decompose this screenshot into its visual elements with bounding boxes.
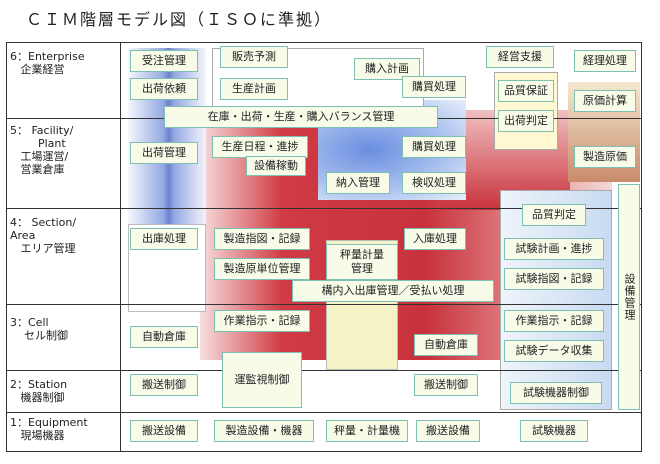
work-instruction-box-2: 作業指示・記録 [504, 310, 604, 332]
delivery-management-box: 納入管理 [326, 172, 390, 194]
hierarchy-frame [6, 42, 642, 452]
onsite-inventory-box: 構内入出庫管理／受払い処理 [292, 280, 494, 302]
test-equipment-control-box: 試験機器制御 [510, 382, 602, 404]
manufacturing-order-box: 製造指図・記録 [214, 228, 310, 250]
shipping-judgement-box: 出荷判定 [498, 110, 554, 132]
level-divider [6, 304, 642, 305]
production-schedule-box: 生産日程・進捗 [212, 136, 308, 158]
test-order-box: 試験指図・記録 [504, 268, 604, 290]
level-divider [6, 208, 642, 209]
weighing-management-box: 秤量計量 管理 [326, 244, 398, 280]
stock-out-box: 出庫処理 [130, 228, 198, 250]
test-data-collection-box: 試験データ収集 [504, 340, 604, 362]
test-plan-box: 試験計画・進捗 [504, 238, 604, 260]
blue-shipping-column [128, 48, 206, 226]
level-column-divider [120, 42, 121, 452]
cost-calculation-box: 原価計算 [574, 90, 636, 112]
level-divider [6, 370, 642, 371]
level-1-label: 1：Equipment 現場機器 [10, 416, 88, 442]
inspection-process-box: 検収処理 [402, 172, 466, 194]
quality-assurance-box: 品質保証 [498, 80, 554, 102]
unit-consumption-box: 製造原単位管理 [214, 258, 310, 280]
purchasing-process-box-2: 購買処理 [402, 136, 466, 158]
purchase-plan-box: 購入計画 [354, 58, 420, 80]
equipment-operation-box: 設備稼動 [246, 156, 306, 176]
balance-management-box: 在庫・出荷・生産・購入バランス管理 [164, 106, 438, 128]
transport-equipment-box-2: 搬送設備 [416, 420, 480, 442]
auto-warehouse-box-2: 自動倉庫 [414, 334, 478, 356]
order-management-box: 受注管理 [130, 50, 198, 72]
equipment-management-box: 設備管理 [618, 184, 640, 410]
light-test-panel [500, 190, 612, 410]
shipping-request-box: 出荷依頼 [130, 78, 198, 100]
shipping-management-box: 出荷管理 [130, 142, 198, 164]
level-5-label: 5： Facility/ Plant 工場運営/ 営業倉庫 [10, 124, 74, 176]
work-instruction-box-1: 作業指示・記録 [214, 310, 310, 332]
accounting-box: 経理処理 [574, 50, 636, 72]
level-3-label: 3：Cell セル制御 [10, 316, 68, 342]
manufacturing-cost-box: 製造原価 [574, 146, 636, 168]
quality-judgement-box: 品質判定 [522, 204, 586, 226]
stock-in-box: 入庫処理 [404, 228, 466, 250]
transport-control-box-2: 搬送制御 [414, 374, 478, 396]
operation-monitoring-box: 運監視制御 [222, 352, 302, 408]
page-title: ＣＩＭ階層モデル図（ＩＳＯに準拠） [26, 10, 333, 29]
management-support-box: 経営支援 [486, 46, 554, 68]
level-2-label: 2：Station 機器制御 [10, 378, 68, 404]
test-equipment-box: 試験機器 [520, 420, 588, 442]
level-4-label: 4： Section/ Area エリア管理 [10, 216, 77, 255]
production-plan-box: 生産計画 [220, 78, 288, 100]
purchasing-process-box-1: 購買処理 [402, 76, 466, 98]
level-6-label: 6：Enterprise 企業経営 [10, 50, 85, 76]
transport-control-box-1: 搬送制御 [130, 374, 198, 396]
auto-warehouse-box-1: 自動倉庫 [130, 326, 198, 348]
sales-forecast-box: 販売予測 [220, 46, 288, 68]
level-divider [6, 412, 642, 413]
transport-equipment-box-1: 搬送設備 [130, 420, 198, 442]
weighing-equipment-box: 秤量・計量機 [326, 420, 408, 442]
manufacturing-equipment-box: 製造設備・機器 [214, 420, 314, 442]
